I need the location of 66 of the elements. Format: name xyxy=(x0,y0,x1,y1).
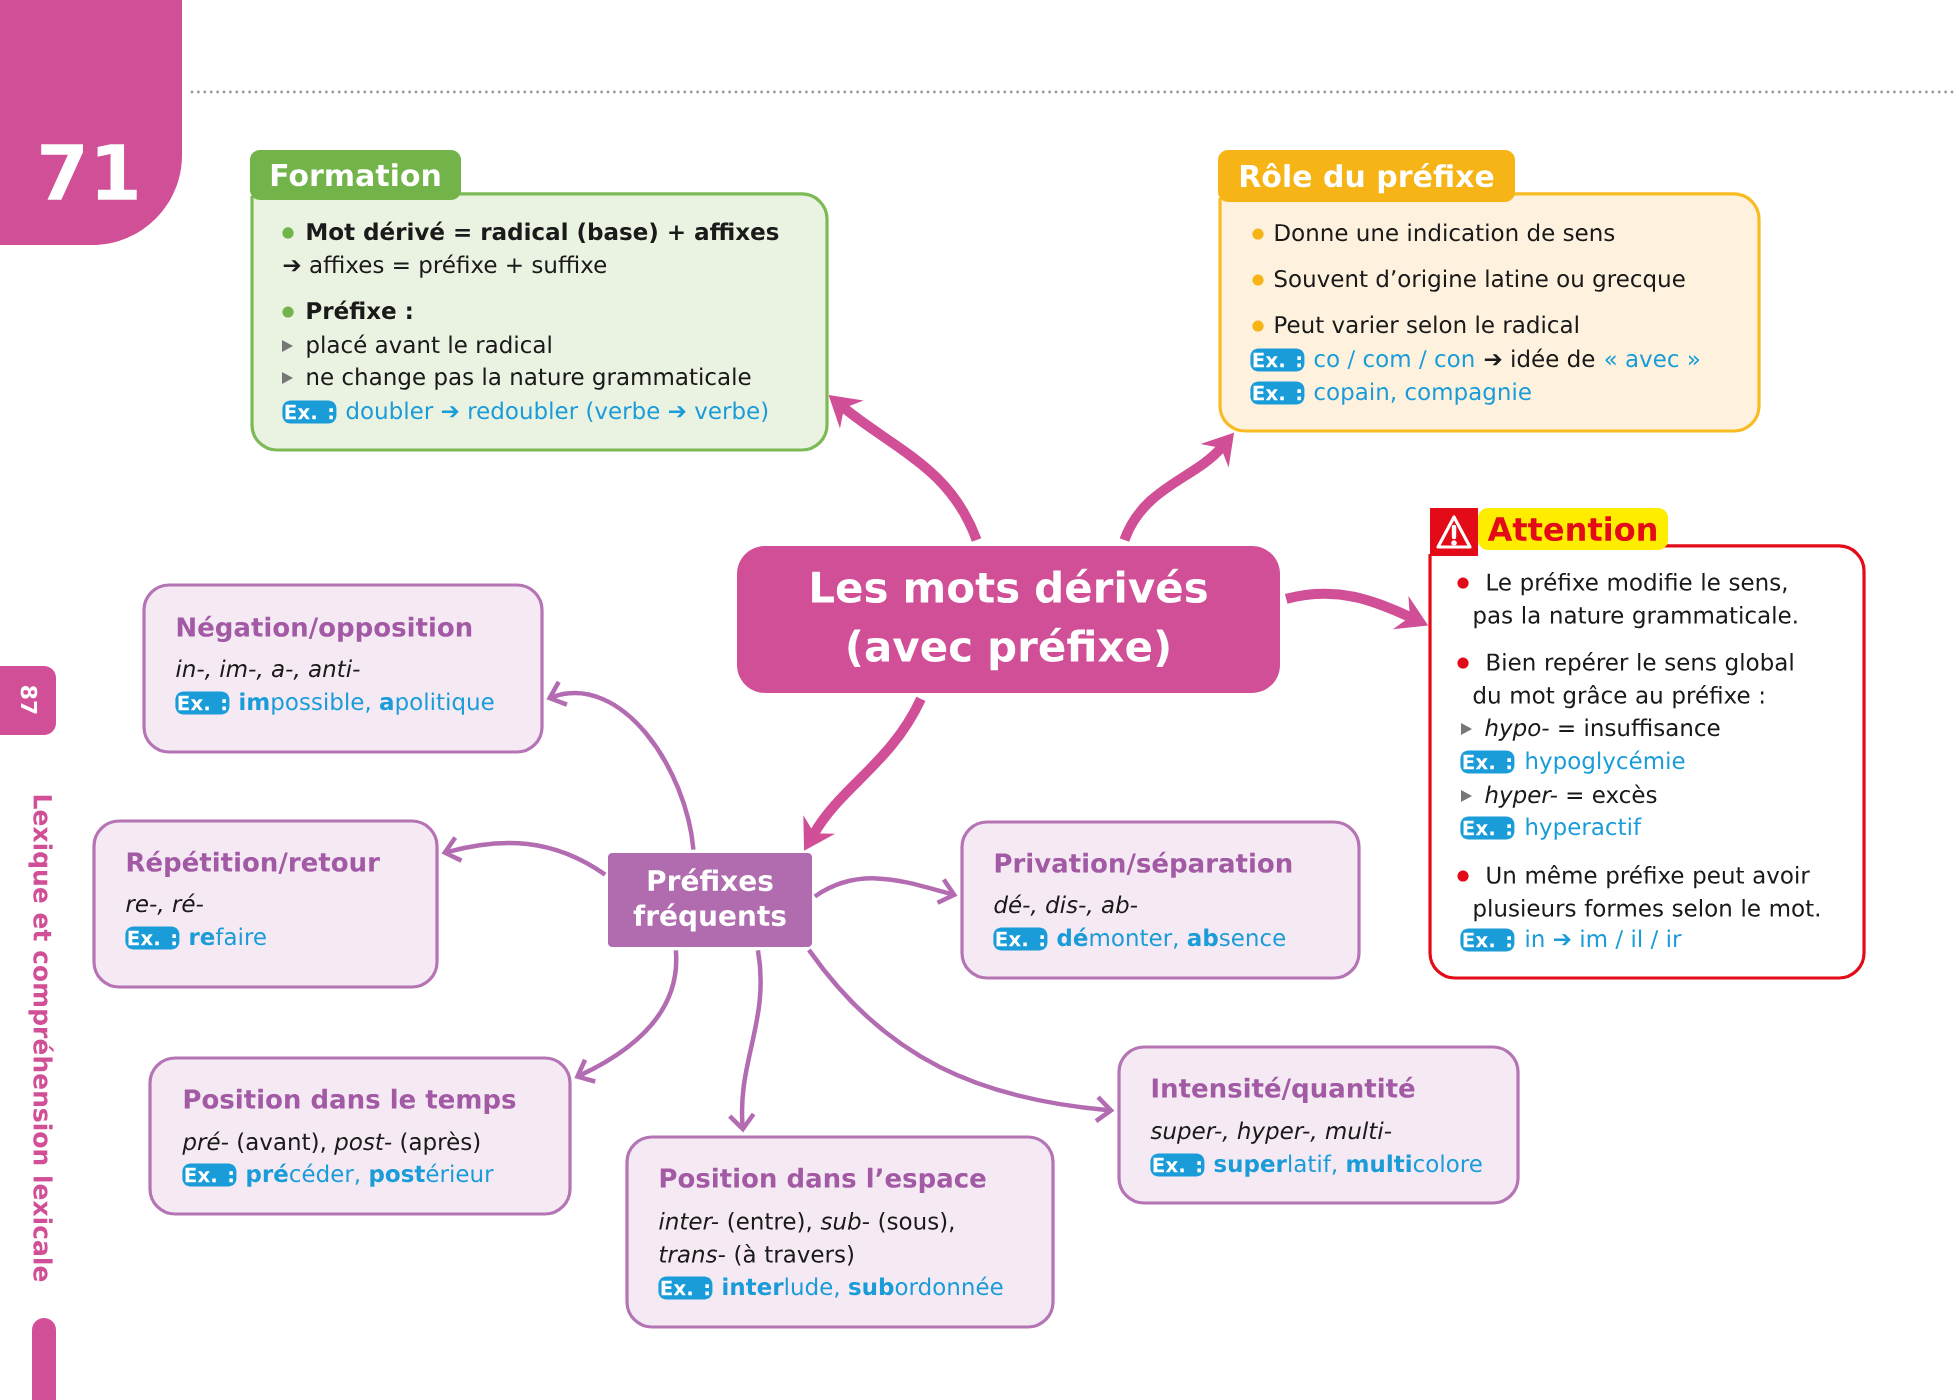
example-badge: Ex. : xyxy=(1460,928,1515,952)
section-title: Lexique et compréhension lexicale xyxy=(28,795,54,1282)
card-heading: Position dans le temps xyxy=(184,1088,516,1114)
body-text: pré- (avant), post- (après) xyxy=(182,1131,480,1155)
example-badge: Ex. : xyxy=(1460,816,1515,840)
body-text: hyper- = excès xyxy=(1485,784,1657,808)
body-text: Le préfixe modifie le sens, pas la nature grammaticale. xyxy=(1474,572,1797,629)
card-heading: Intensité/quantité xyxy=(1152,1076,1415,1103)
example-badge: Ex. : xyxy=(658,1276,713,1300)
body-text: ➔ affixes = préfixe + suffixe xyxy=(283,254,607,278)
example-badge: Ex. : xyxy=(1250,381,1305,405)
example-text: démonter, absence xyxy=(1057,927,1286,949)
header-tab: Formation xyxy=(250,149,461,200)
arrow xyxy=(574,950,679,1084)
example-text: in ➔ im / il / ir xyxy=(1526,929,1682,950)
number-tab: 71 xyxy=(0,0,182,245)
body-text: hypo- = insuffisance xyxy=(1485,718,1720,741)
example-badge: Ex. : xyxy=(282,400,337,424)
example-text: hyperactif xyxy=(1526,817,1642,840)
example-text: « avec » xyxy=(1605,354,1700,368)
header-tab: Rôle du préfixe xyxy=(1218,149,1515,202)
header-tab: Attention xyxy=(1478,507,1668,550)
example-badge: Ex. : xyxy=(1150,1153,1205,1177)
example-text: doubler ➔ redoubler (verbe ➔ verbe) xyxy=(346,401,768,422)
body-text: Mot dérivé = radical (base) + affixes xyxy=(307,221,779,243)
example-text: co / com / con xyxy=(1314,350,1474,370)
body-text: ➔ idée de xyxy=(1484,348,1595,368)
example-badge: Ex. : xyxy=(1460,750,1515,774)
prefix-list: re-, ré- xyxy=(126,893,203,915)
card-heading: Négation/opposition xyxy=(177,615,472,643)
body-text: inter- (entre), sub- (sous), trans- (à travers) xyxy=(659,1212,954,1266)
example-text: interlude, subordonnée xyxy=(723,1276,1003,1298)
title-box: Les mots dérivés (avec préfixe) xyxy=(737,545,1280,693)
example-text: précéder, postérieur xyxy=(247,1163,494,1187)
example-text: hypoglycémie xyxy=(1526,750,1685,774)
body-text: placé avant le radical xyxy=(307,334,551,358)
topic-box: Préfixes fréquents xyxy=(608,853,812,947)
body-text: Donne une indication de sens xyxy=(1275,223,1615,242)
example-text: impossible, apolitique xyxy=(240,692,494,715)
card-heading: Position dans l’espace xyxy=(660,1167,986,1193)
example-text: refaire xyxy=(190,927,266,946)
card-heading: Privation/séparation xyxy=(995,851,1292,878)
arrow xyxy=(813,876,958,905)
prefix-list: super-, hyper-, multi- xyxy=(1150,1121,1392,1144)
example-badge: Ex. : xyxy=(1250,348,1305,372)
body-text: Un même préfixe peut avoir plusieurs formes selon le mot. xyxy=(1474,865,1819,922)
body-text: Peut varier selon le radical xyxy=(1275,315,1578,334)
example-badge: Ex. : xyxy=(125,926,180,950)
prefix-list: dé-, dis-, ab- xyxy=(994,894,1138,916)
prefix-list: in-, im-, a-, anti- xyxy=(176,659,360,680)
side-bar xyxy=(32,1318,56,1400)
card-heading: Répétition/retour xyxy=(127,850,380,877)
body-text: Souvent d’origine latine ou grecque xyxy=(1274,269,1685,292)
body-text: ne change pas la nature grammaticale xyxy=(307,367,751,390)
example-badge: Ex. : xyxy=(175,691,230,715)
page-number-tab: 87 xyxy=(0,666,56,735)
body-text: Préfixe : xyxy=(307,300,412,320)
body-text: Bien repérer le sens global du mot grâce au préfixe : xyxy=(1473,652,1793,709)
arrow xyxy=(441,836,607,877)
example-badge: Ex. : xyxy=(993,927,1048,951)
arrow xyxy=(546,680,696,850)
example-text: superlatif, multicolore xyxy=(1214,1154,1482,1177)
arrow xyxy=(807,948,1115,1123)
arrow xyxy=(728,950,763,1133)
example-text: copain, compagnie xyxy=(1314,382,1531,405)
example-badge: Ex. : xyxy=(182,1163,237,1187)
